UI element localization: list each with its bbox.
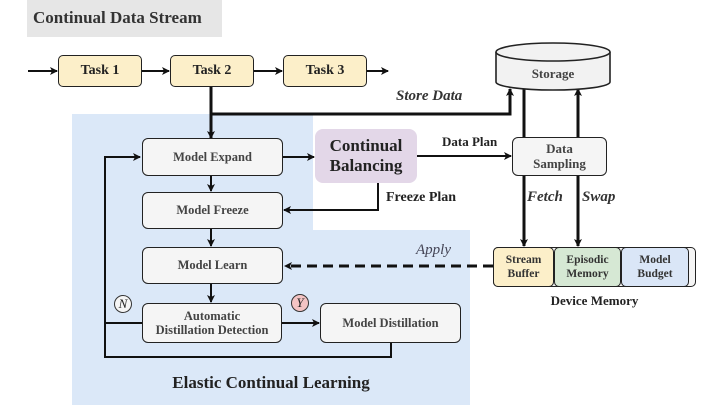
model-learn-box: Model Learn [142,247,283,284]
model-freeze-box: Model Freeze [142,192,283,229]
continual-balancing-line2: Balancing [329,156,403,175]
freeze-plan-arrow [283,183,379,214]
task-3-box: Task 3 [283,55,367,87]
model-expand-box: Model Expand [142,138,283,176]
detection-line2: Distillation Detection [155,323,269,337]
apply-label: Apply [416,242,451,258]
yes-branch-badge: Y [291,294,309,312]
store-data-label: Store Data [396,88,463,104]
model-budget-line2: Budget [637,268,673,280]
continual-balancing-line1: Continual [329,136,403,156]
distillation-detection-box: Automatic Distillation Detection [142,303,282,343]
task-1-box: Task 1 [58,55,142,87]
storage-label: Storage [531,66,575,81]
continual-balancing-box: Continual Balancing [315,129,417,183]
task-2-box: Task 2 [170,55,254,87]
data-sampling-box: Data Sampling [512,137,607,176]
episodic-memory-line1: Episodic [566,253,609,266]
episodic-memory-line2: Memory [566,268,609,280]
elastic-learning-title: Elastic Continual Learning [172,373,370,392]
stream-buffer-line1: Stream [505,253,542,266]
diagram-title: Continual Data Stream [33,8,202,27]
data-sampling-line2: Sampling [533,155,586,171]
model-distillation-box: Model Distillation [320,303,461,343]
data-plan-label: Data Plan [442,134,498,149]
distill-loop-line [104,323,392,358]
header-banner [27,0,222,37]
store-data-arrow [211,88,514,116]
stream-buffer-line2: Buffer [507,268,540,280]
no-branch-badge: N [114,295,132,313]
swap-label: Swap [582,189,616,205]
no-branch-loop-arrow [104,153,142,324]
fetch-label: Fetch [527,189,563,205]
model-budget-line1: Model [639,253,671,266]
data-sampling-line1: Data [546,140,573,156]
freeze-plan-label: Freeze Plan [386,190,457,205]
detection-line1: Automatic [183,308,241,323]
storage-cylinder-icon [495,42,611,91]
device-memory-label: Device Memory [550,293,639,308]
